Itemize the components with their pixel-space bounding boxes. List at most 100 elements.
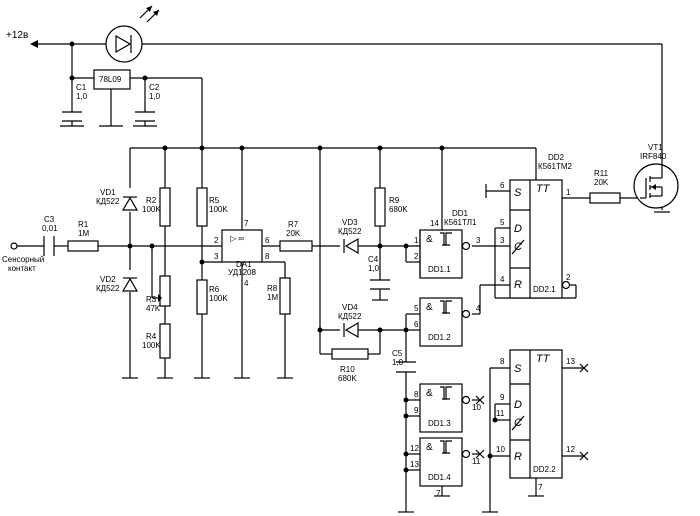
ff-pin: 3 — [500, 236, 505, 245]
r9-ref: R9 — [389, 196, 400, 205]
c4-ref: C4 — [368, 255, 379, 264]
led-icon — [105, 5, 160, 63]
sensor-label-2: контакт — [8, 264, 36, 273]
vd1-value: КД522 — [96, 197, 120, 206]
c2-ref: C2 — [149, 83, 160, 92]
ff-pin: 8 — [500, 357, 505, 366]
ff-label: DD2.2 — [533, 465, 556, 474]
r8-value: 1M — [267, 293, 278, 302]
ff-pin-label: S — [514, 187, 522, 199]
r1-ref: R1 — [78, 220, 89, 229]
da1-pin: 8 — [265, 252, 270, 261]
regulator-label: 78L09 — [99, 75, 122, 84]
r1-value: 1M — [78, 229, 89, 238]
c3-capacitor-icon — [43, 236, 55, 256]
gate-pin: 6 — [414, 320, 419, 329]
ff-pin: 10 — [496, 445, 505, 454]
dd1-part: К561ТЛ1 — [444, 218, 477, 227]
r8-resistor — [279, 277, 291, 315]
r10-resistor — [331, 348, 369, 360]
gate-pin: 11 — [472, 457, 481, 466]
r5-value: 100K — [209, 205, 228, 214]
gate-pin: 7 — [436, 489, 441, 498]
da1-part: УД1208 — [228, 268, 256, 277]
junction-dots — [69, 41, 498, 473]
da1-pin: 6 — [265, 236, 270, 245]
da1-pin: 3 — [214, 252, 219, 261]
r4-value: 100K — [142, 341, 161, 350]
c1-capacitor-icon — [62, 111, 82, 122]
r11-resistor — [589, 192, 621, 204]
da1-opamp — [221, 229, 263, 263]
ff-tt: TT — [536, 353, 551, 365]
ff-label: DD2.1 — [533, 285, 556, 294]
vd2-diode-icon — [121, 277, 139, 292]
gate-dd1-4: & DD1.4 12 13 11 7 — [410, 437, 485, 498]
ff-pin-label: D — [514, 223, 522, 235]
da1-pin: 7 — [244, 219, 249, 228]
r8-ref: R8 — [267, 284, 278, 293]
vt1-ref: VT1 — [648, 143, 663, 152]
r9-resistor — [374, 187, 386, 227]
r3-ref: R3 — [146, 295, 157, 304]
gate-label: DD1.4 — [428, 473, 451, 482]
gate-pin: 1 — [414, 236, 419, 245]
r7-resistor — [279, 240, 313, 252]
da1-pin: 2 — [214, 236, 219, 245]
c3-ref: C3 — [44, 215, 55, 224]
r3-value: 47K — [146, 304, 161, 313]
sensor-contact-icon — [10, 242, 18, 250]
vd4-ref: VD4 — [342, 303, 358, 312]
vd3-ref: VD3 — [342, 218, 358, 227]
vd2-value: КД522 — [96, 284, 120, 293]
c3-value: 0,01 — [42, 224, 58, 233]
gate-label: DD1.3 — [428, 419, 451, 428]
r4-resistor — [159, 323, 171, 359]
gate-pin: 10 — [472, 403, 481, 412]
r11-ref: R11 — [594, 169, 609, 178]
r4-ref: R4 — [146, 332, 157, 341]
vd4-diode-icon — [343, 321, 359, 339]
gate-dd1-2: & DD1.2 5 6 4 — [414, 297, 481, 347]
voltage-regulator — [93, 69, 131, 90]
gate-pin: 9 — [414, 406, 419, 415]
r3-wiper-arrow-icon — [158, 294, 162, 302]
c1-value: 1,0 — [76, 92, 88, 101]
supply-arrow-icon — [30, 40, 38, 48]
r5-ref: R5 — [209, 196, 220, 205]
vt1-part: IRF840 — [640, 152, 667, 161]
da1-ref: DA1 — [236, 260, 252, 269]
ff-pin: 4 — [500, 275, 505, 284]
r2-resistor — [159, 187, 171, 227]
flipflop-dd2-1: S D C R TT DD2.1 6 5 3 4 1 2 — [500, 179, 571, 299]
gate-pin: 13 — [410, 460, 419, 469]
r9-value: 680K — [389, 205, 408, 214]
r3-resistor — [159, 275, 171, 307]
c2-value: 1,0 — [149, 92, 161, 101]
gate-and-symbol: & — [426, 234, 433, 245]
ff-pin: 5 — [500, 218, 505, 227]
c4-value: 1,0 — [368, 264, 380, 273]
vd1-ref: VD1 — [100, 188, 116, 197]
gate-pin: 5 — [414, 304, 419, 313]
c5-value: 1,0 — [392, 358, 404, 367]
ff-pin: 12 — [566, 445, 575, 454]
r6-resistor — [196, 279, 208, 315]
ff-pin: 11 — [496, 409, 505, 418]
flipflop-dd2-2: S D C R TT DD2.2 8 9 11 10 13 12 7 — [496, 349, 589, 492]
r11-value: 20K — [594, 178, 609, 187]
vd3-diode-icon — [343, 237, 359, 255]
gate-pin: 8 — [414, 390, 419, 399]
gate-label: DD1.1 — [428, 265, 451, 274]
ff-tt: TT — [536, 183, 551, 195]
ff-pin: 13 — [566, 357, 575, 366]
r7-value: 20K — [286, 229, 301, 238]
r6-value: 100K — [209, 294, 228, 303]
r10-ref: R10 — [340, 365, 355, 374]
ff-pin-label: R — [514, 451, 522, 463]
c2-capacitor-icon — [135, 111, 155, 122]
ff-pin: 2 — [566, 273, 571, 282]
c5-capacitor-icon — [396, 361, 416, 373]
dd1-ref: DD1 — [452, 209, 469, 218]
